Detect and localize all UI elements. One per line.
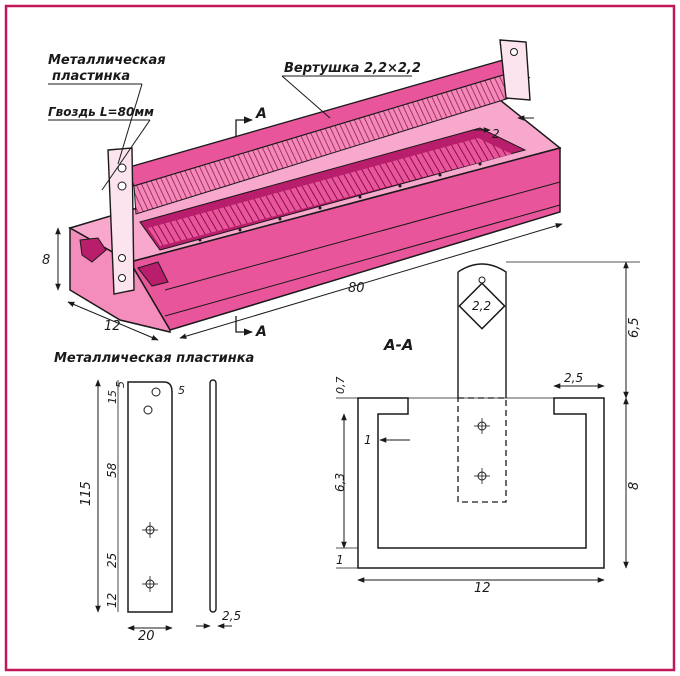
dim-plate-hole: 5: [178, 384, 185, 397]
label-metal-plate-top-2: пластинка: [52, 69, 130, 84]
dim-iso-gap: 2: [492, 127, 500, 141]
metal-plate-iso: [107, 147, 135, 295]
dim-section-top: 6,5: [627, 317, 642, 338]
metal-plate-iso-right: [499, 39, 531, 101]
dim-iso-height: 8: [42, 253, 50, 268]
dim-section-1-bottom: 1: [336, 553, 344, 567]
dim-section-07: 0,7: [334, 377, 347, 395]
metal-plate-side: [209, 379, 217, 613]
metal-plate-detail: [127, 381, 173, 613]
dim-plate-thickness: 2,5: [222, 609, 241, 623]
dim-iso-length: 80: [348, 281, 365, 296]
label-nail: Гвоздь L=80мм: [48, 105, 154, 119]
section-title: A-A: [383, 336, 413, 354]
dim-plate-15: 15: [106, 390, 119, 404]
dim-plate-12: 12: [105, 593, 119, 608]
label-metal-plate-top-1: Металлическая: [48, 53, 166, 68]
dim-section-1-side: 1: [364, 433, 372, 447]
screw-icon: [117, 163, 127, 173]
dim-section-ledge: 2,5: [564, 371, 583, 385]
dim-section-63: 6,3: [333, 473, 347, 492]
dim-plate-5a: 5: [114, 381, 127, 388]
dim-section-height: 8: [627, 482, 642, 490]
dim-plate-25: 25: [105, 553, 119, 568]
label-spinner: Вертушка 2,2×2,2: [284, 61, 421, 76]
section-mark-bottom: A: [255, 324, 267, 340]
dim-plate-width: 20: [138, 629, 155, 644]
dim-plate-58: 58: [105, 462, 119, 478]
dim-iso-width: 12: [104, 319, 121, 334]
box-slats: [148, 138, 512, 246]
page-border: [4, 4, 676, 672]
dim-section-spinner: 2,2: [472, 299, 491, 313]
label-metal-plate-detail: Металлическая пластинка: [54, 351, 254, 366]
section-mark-top: A: [255, 106, 267, 122]
section-aa: 2,2: [357, 263, 605, 569]
dim-plate-total: 115: [79, 481, 94, 506]
hole-icon: [151, 387, 161, 397]
dim-section-width: 12: [474, 581, 491, 596]
